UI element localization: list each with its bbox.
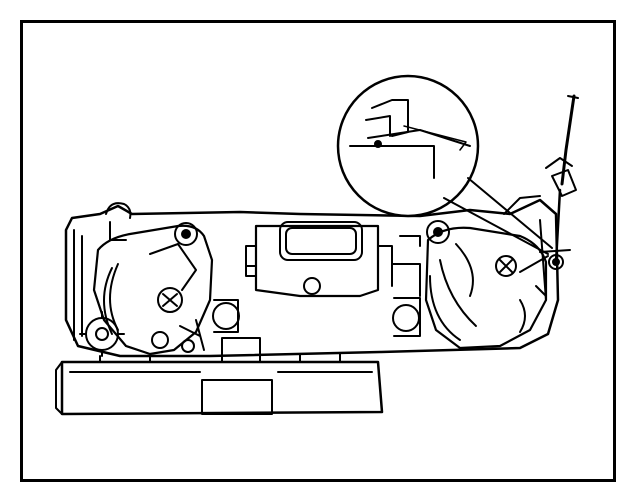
diagram-frame [20, 20, 616, 482]
left-cam-lever [79, 221, 214, 357]
front-faceplate [55, 337, 384, 416]
right-cam-lever [424, 220, 549, 350]
center-vacuum-module [212, 221, 421, 337]
control-cable [539, 94, 579, 270]
detail-magnifier-inset [336, 74, 553, 255]
